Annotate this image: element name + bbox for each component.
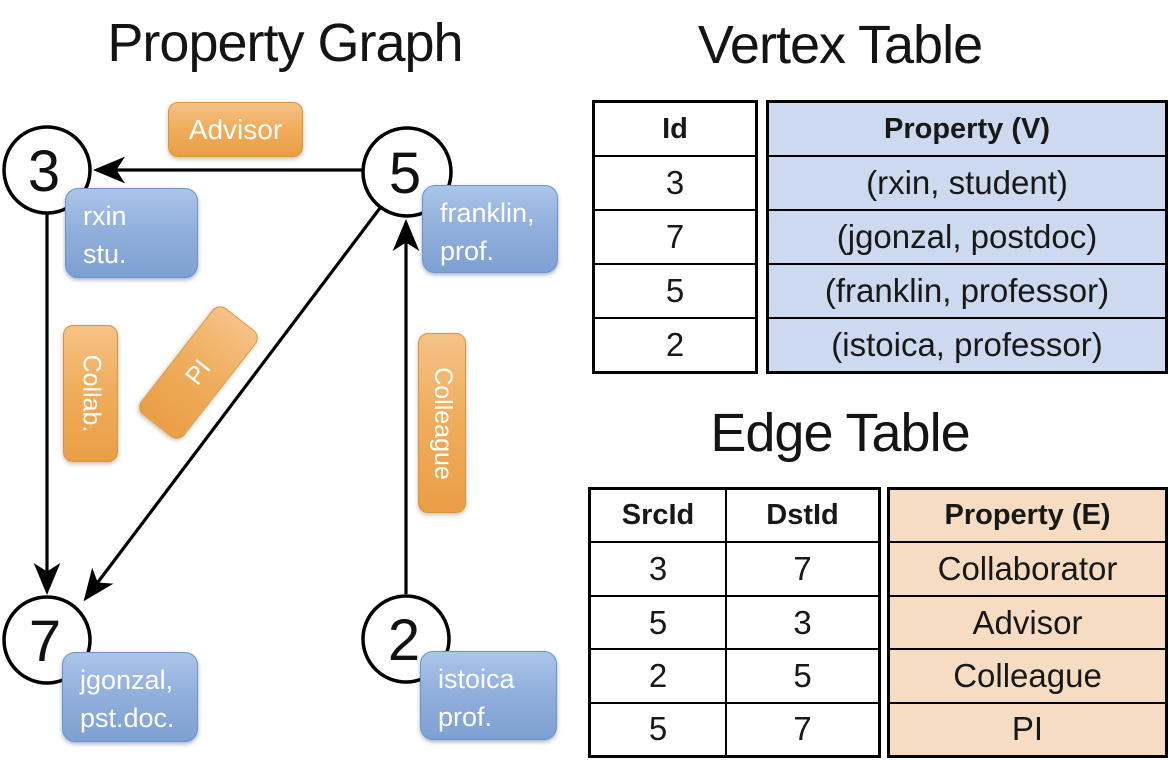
property-graph-title: Property Graph <box>107 13 463 73</box>
edge-label-pi-text: PI <box>179 354 217 391</box>
vertex-table-property-column: Property (V) (rxin, student) (jgonzal, p… <box>766 100 1168 374</box>
vertex-table-property-cell: (istoica, professor) <box>769 317 1165 371</box>
node-label-franklin: franklin, prof. <box>422 185 558 273</box>
edge-table-property-cell: Collaborator <box>890 541 1165 594</box>
property-graph-diagram: 3 5 7 2 <box>2 125 453 685</box>
node-label-franklin-line2: prof. <box>440 236 495 266</box>
edge-label-collab-text: Collab. <box>77 354 106 433</box>
edge-table-srcid-header: SrcId <box>621 499 695 532</box>
vertex-table-title: Vertex Table <box>697 15 983 75</box>
edge-label-advisor-text: Advisor <box>188 113 283 145</box>
node-label-franklin-line1: franklin, <box>440 198 535 228</box>
edge-table-property-header: Property (E) <box>944 499 1111 532</box>
vertex-table-property-header: Property (V) <box>884 112 1050 145</box>
node-label-jgonzal-line1: jgonzal, <box>80 665 174 695</box>
edge-table-property-cell: PI <box>890 701 1165 755</box>
node-label-rxin-line2: stu. <box>83 239 127 269</box>
node-label-istoica-line1: istoica <box>438 664 515 694</box>
edge-label-collab: Collab. <box>63 325 118 462</box>
node-7-id: 7 <box>29 609 61 674</box>
edge-label-advisor: Advisor <box>168 102 303 157</box>
edge-table-id-row: 2 5 <box>591 648 878 702</box>
vertex-table-id-cell: 2 <box>595 317 755 371</box>
vertex-table-property-cell: (franklin, professor) <box>769 263 1165 317</box>
node-label-rxin-line1: rxin <box>83 201 127 231</box>
edge-table-dstid-cell: 7 <box>725 543 878 595</box>
edge-table-dstid-header: DstId <box>725 490 878 542</box>
edge-table-title: Edge Table <box>710 403 970 463</box>
node-3-id: 3 <box>28 139 60 204</box>
edge-table-dstid-cell: 5 <box>725 650 878 702</box>
node-5-id: 5 <box>389 141 421 206</box>
vertex-table-id-column: Id 3 7 5 2 <box>592 100 758 374</box>
vertex-table-property-cell: (rxin, student) <box>769 155 1165 209</box>
edge-table-srcid-cell: 3 <box>648 550 668 588</box>
vertex-table-id-header: Id <box>662 112 688 145</box>
edge-table-id-row: 5 7 <box>591 701 878 756</box>
node-label-rxin: rxin stu. <box>65 188 198 278</box>
node-2-id: 2 <box>388 608 420 673</box>
edge-table-id-header-row: SrcId DstId <box>591 490 878 542</box>
edge-table-id-columns: SrcId DstId 3 7 5 3 2 5 5 7 <box>588 487 881 758</box>
vertex-table-property-cell: (jgonzal, postdoc) <box>769 209 1165 263</box>
vertex-table-id-cell: 5 <box>595 263 755 317</box>
edge-table-property-cell: Advisor <box>890 594 1165 648</box>
edge-pi-arrow <box>83 207 382 602</box>
edge-table-srcid-cell: 2 <box>648 656 668 694</box>
edge-label-colleague: Colleague <box>418 333 466 513</box>
edge-label-colleague-text: Colleague <box>428 366 457 480</box>
edge-table-property-cell: Colleague <box>890 648 1165 701</box>
edge-table-dstid-cell: 7 <box>725 703 878 756</box>
node-label-jgonzal-line2: pst.doc. <box>80 703 175 733</box>
edge-table-srcid-cell: 5 <box>648 603 668 641</box>
vertex-table-id-cell: 3 <box>595 155 755 209</box>
edge-table-property-column: Property (E) Collaborator Advisor Collea… <box>887 487 1168 758</box>
edge-table-id-row: 5 3 <box>591 594 878 649</box>
vertex-table-id-cell: 7 <box>595 209 755 263</box>
edge-table-dstid-cell: 3 <box>725 596 878 649</box>
node-label-istoica: istoica prof. <box>420 651 557 740</box>
edge-table-id-row: 3 7 <box>591 541 878 595</box>
edge-table-srcid-cell: 5 <box>648 710 668 748</box>
node-label-istoica-line2: prof. <box>438 702 493 732</box>
node-label-jgonzal: jgonzal, pst.doc. <box>62 652 198 742</box>
